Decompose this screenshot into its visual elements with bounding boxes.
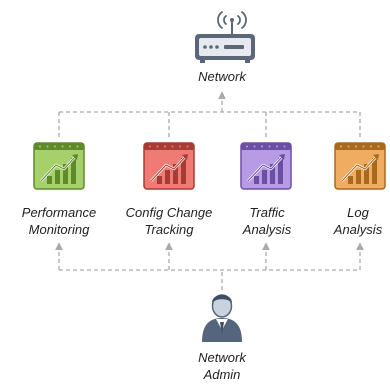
router-icon (195, 11, 255, 63)
tool-icon-config (143, 142, 195, 190)
connectors-top (58, 91, 361, 140)
tool-label-config: Config Change Tracking (125, 205, 213, 237)
tool-label-performance: Performance Monitoring (21, 205, 97, 237)
tool-label-traffic: Traffic Analysis (242, 205, 292, 237)
admin-user-icon (202, 294, 242, 342)
tool-icon-traffic (240, 142, 292, 190)
tool-label-log: Log Analysis (333, 205, 383, 237)
connectors-bottom (55, 242, 364, 290)
tool-icon-log (334, 142, 386, 190)
network-label: Network (198, 69, 246, 84)
tool-icon-performance (33, 142, 85, 190)
admin-label: Network Admin (198, 350, 246, 382)
